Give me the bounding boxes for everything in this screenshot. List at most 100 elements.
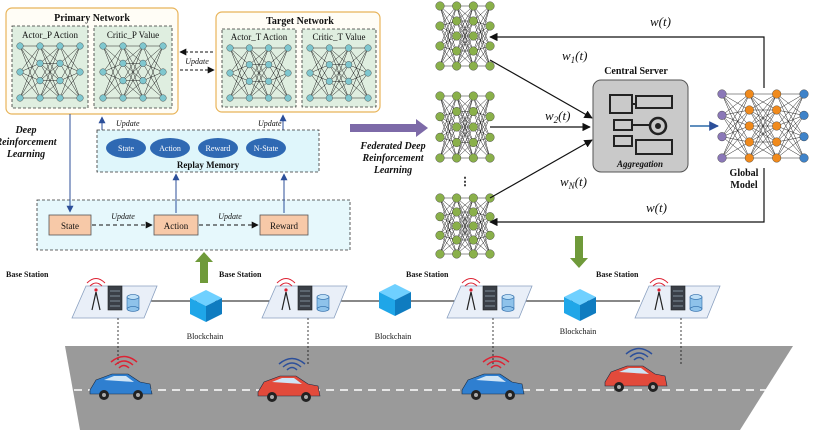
neuron-node — [364, 69, 372, 77]
global-model-label-line2: Model — [730, 180, 757, 191]
memory-item-label: Reward — [206, 144, 231, 153]
neuron-node — [119, 94, 127, 102]
neuron-node — [435, 41, 445, 51]
neuron-node — [245, 44, 253, 52]
blockchain-cube-icon: Blockchain — [375, 284, 411, 341]
neuron-node — [485, 230, 495, 240]
neuron-node — [799, 110, 809, 120]
blockchain-cube-icon: Blockchain — [187, 290, 223, 341]
neuron-node — [435, 91, 445, 101]
neuron-node — [245, 77, 253, 85]
neuron-node — [36, 42, 44, 50]
aggregation-label: Aggregation — [616, 159, 663, 169]
neuron-node — [468, 249, 478, 259]
neuron-node — [139, 59, 147, 67]
neuron-node — [284, 44, 292, 52]
neuron-node — [468, 16, 478, 26]
neuron-node — [99, 94, 107, 102]
neuron-node — [468, 235, 478, 245]
loop-update-label-1: Update — [111, 212, 135, 221]
neuron-node — [159, 94, 167, 102]
neuron-node — [468, 1, 478, 11]
neuron-node — [468, 31, 478, 41]
fdrl-title: Federated Deep Reinforcement Learning — [359, 141, 425, 176]
neuron-node — [119, 42, 127, 50]
neuron-node — [56, 59, 64, 67]
local-model-n-neural-net-icon — [435, 193, 495, 259]
neuron-node — [744, 121, 754, 131]
neuron-node — [265, 61, 273, 69]
base-station: Base Station — [596, 270, 721, 366]
neuron-node — [452, 221, 462, 231]
w1-label: w1(t) — [562, 48, 587, 65]
replay-memory-title: Replay Memory — [177, 160, 240, 170]
road — [65, 346, 793, 430]
neuron-node — [772, 137, 782, 147]
neuron-node — [772, 105, 782, 115]
radio-tower-icon — [276, 278, 296, 311]
local-models-ellipsis: ⋮ — [460, 176, 471, 188]
critic-p-label: Critic_P Value — [107, 30, 159, 40]
memory-item-ellipse — [150, 138, 190, 158]
drl-title-line3: Learning — [6, 149, 45, 160]
update-label-primary: Update — [116, 119, 140, 128]
neuron-node — [435, 249, 445, 259]
neuron-node — [36, 59, 44, 67]
neuron-node — [435, 1, 445, 11]
neuron-node — [452, 46, 462, 56]
neuron-node — [435, 212, 445, 222]
base-station-label: Base Station — [596, 270, 639, 279]
neuron-node — [435, 21, 445, 31]
neuron-node — [226, 94, 234, 102]
neuron-node — [435, 61, 445, 71]
blockchain-label: Blockchain — [375, 332, 411, 341]
loop-action-label: Action — [164, 221, 189, 231]
neuron-node — [717, 132, 727, 142]
neuron-node — [325, 61, 333, 69]
neuron-node — [435, 230, 445, 240]
neuron-node — [284, 69, 292, 77]
base-station: Base Station — [6, 270, 158, 366]
central-server-panel: Central Server Aggregation — [592, 66, 689, 173]
loop-reward-box — [259, 214, 309, 236]
actor-p-box — [11, 25, 89, 109]
loop-state-label: State — [61, 221, 79, 231]
neuron-node — [799, 132, 809, 142]
target-network-title: Target Network — [266, 16, 334, 27]
neuron-node — [364, 44, 372, 52]
neuron-node — [56, 77, 64, 85]
neuron-node — [717, 110, 727, 120]
neuron-node — [306, 69, 314, 77]
neuron-node — [36, 94, 44, 102]
neuron-node — [139, 42, 147, 50]
neuron-node — [452, 122, 462, 132]
neuron-node — [435, 193, 445, 203]
w-t-label-bottom: w(t) — [646, 200, 667, 215]
neuron-node — [99, 42, 107, 50]
server-rack-icon — [107, 285, 123, 311]
neuron-node — [468, 61, 478, 71]
neuron-node — [345, 77, 353, 85]
neuron-node — [16, 42, 24, 50]
vehicle-car-icon — [89, 355, 153, 400]
base-station: Base Station — [406, 270, 533, 366]
neuron-node — [468, 193, 478, 203]
neuron-node — [452, 235, 462, 245]
neuron-node — [452, 31, 462, 41]
primary-network-title: Primary Network — [54, 13, 130, 24]
neuron-node — [226, 44, 234, 52]
wn-label: wN(t) — [560, 174, 587, 191]
neuron-node — [76, 94, 84, 102]
target-network-panel: Target Network Actor_T Action Critic_T V… — [215, 11, 381, 113]
neuron-node — [485, 21, 495, 31]
neuron-node — [345, 44, 353, 52]
neuron-node — [284, 94, 292, 102]
memory-item-ellipse — [106, 138, 146, 158]
drl-title-line2: Reinforcement — [0, 137, 58, 148]
memory-item-label: Action — [159, 144, 181, 153]
base-station-label: Base Station — [219, 270, 262, 279]
local-model-2-neural-net-icon — [435, 91, 495, 163]
global-model-label-line1: Global — [730, 168, 759, 179]
neuron-node — [265, 77, 273, 85]
